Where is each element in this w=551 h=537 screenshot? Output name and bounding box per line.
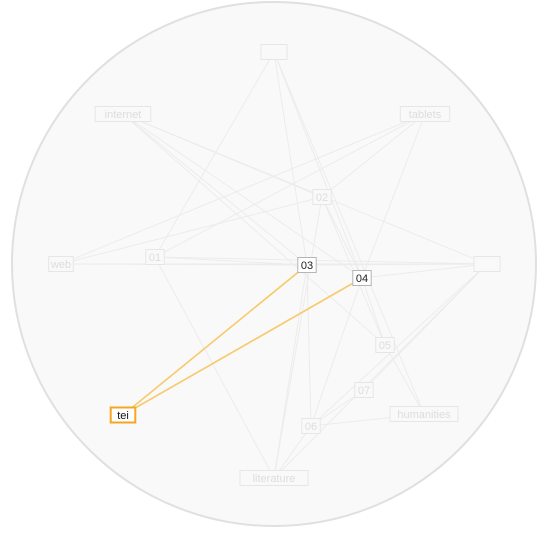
node-label: 01 (149, 252, 161, 264)
node-layer: internet tablets 02 01 web 03 04 05 07 tei 06 human… (48, 44, 501, 486)
edge-top-humanities (273, 51, 425, 415)
node-n07[interactable]: 07 (354, 382, 374, 398)
node-label: literature (253, 473, 296, 485)
node-label: 07 (358, 385, 370, 397)
node-label: humanities (397, 409, 451, 421)
node-box (312, 189, 332, 205)
node-box (389, 406, 459, 422)
node-internet[interactable]: internet (94, 106, 152, 122)
node-label: 03 (301, 260, 313, 272)
edge-top-n01 (154, 51, 275, 258)
edge-right-n07 (363, 263, 488, 391)
node-box (145, 249, 165, 265)
edge-internet-n05 (122, 113, 386, 346)
edge-n04-right (361, 263, 488, 279)
node-humanities[interactable]: humanities (389, 406, 459, 422)
edge-tei-n04 (122, 277, 363, 416)
edge-tablets-web (60, 113, 426, 265)
edge-n04-n06 (310, 277, 363, 427)
edge-n02-literature (273, 196, 323, 479)
edge-tablets-n02 (321, 113, 426, 198)
node-box (297, 257, 317, 273)
node-label: web (50, 259, 71, 271)
edge-top-n03 (273, 51, 308, 266)
node-label: 04 (356, 273, 368, 285)
node-box (375, 337, 395, 353)
node-n02[interactable]: 02 (312, 189, 332, 205)
node-label: 02 (316, 192, 328, 204)
edge-n05-humanities (384, 344, 425, 415)
node-box (301, 418, 321, 434)
edge-tablets-n01 (154, 113, 426, 258)
edge-web-n03 (60, 263, 308, 266)
edge-n04-n05 (361, 277, 386, 346)
node-box (94, 106, 152, 122)
node-n04[interactable]: 04 (352, 270, 372, 286)
node-right[interactable] (473, 256, 501, 272)
node-literature[interactable]: literature (239, 470, 309, 486)
edge-n03-n06 (306, 264, 312, 427)
node-label: 05 (379, 340, 391, 352)
edge-internet-n02 (122, 113, 323, 198)
node-box (354, 382, 374, 398)
node-label: tei (117, 410, 129, 422)
edge-tablets-n04 (361, 113, 426, 279)
edge-internet-n03 (122, 113, 308, 266)
edge-n01-literature (154, 256, 275, 479)
node-box (239, 470, 309, 486)
edge-n01-right (154, 256, 488, 265)
node-web[interactable]: web (48, 256, 74, 272)
node-label: 06 (305, 421, 317, 433)
node-box (260, 44, 288, 60)
node-label: tablets (409, 109, 442, 121)
node-box (399, 106, 451, 122)
node-n05[interactable]: 05 (375, 337, 395, 353)
edge-internet-n04 (122, 113, 363, 279)
node-tablets[interactable]: tablets (399, 106, 451, 122)
node-n06[interactable]: 06 (301, 418, 321, 434)
edge-n03-literature (273, 264, 308, 479)
node-n01[interactable]: 01 (145, 249, 165, 265)
edge-top-n04 (273, 51, 363, 279)
edge-right-n06 (310, 263, 488, 427)
node-box (473, 256, 501, 272)
node-n03[interactable]: 03 (297, 257, 317, 273)
node-box (109, 406, 137, 424)
edge-n06-literature (273, 425, 312, 479)
node-top[interactable] (260, 44, 288, 60)
node-box (352, 270, 372, 286)
edge-web-n02 (60, 196, 323, 265)
node-label: internet (105, 109, 142, 121)
edge-layer (60, 51, 488, 479)
edge-tei-n03 (122, 264, 308, 416)
node-box (48, 256, 74, 272)
node-tei[interactable]: tei (109, 406, 137, 424)
